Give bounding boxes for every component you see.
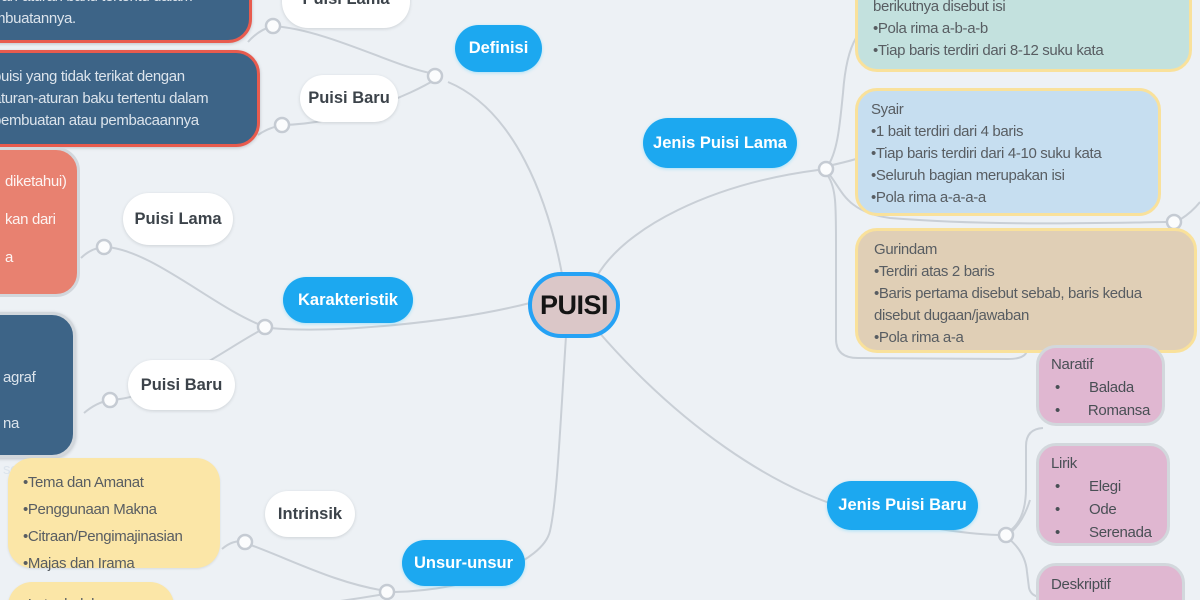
note-text: puisi yang tidak terikat dengan aturan-a… — [0, 68, 209, 129]
topic-karakteristik-puisi-lama[interactable]: Puisi Lama — [123, 193, 233, 245]
line-jenis-lama-to-pantun — [826, 37, 857, 168]
note-deskriptif[interactable]: Deskriptif • — [1036, 563, 1185, 600]
line-karakteristik-to-puisi-lama — [80, 246, 264, 327]
list-item: • Ode — [1051, 498, 1155, 521]
topic-intrinsik[interactable]: Intrinsik — [265, 491, 355, 537]
branch-button-jenis-puisi-lama[interactable]: Jenis Puisi Lama — [643, 118, 797, 168]
topic-karakteristik-puisi-baru[interactable]: Puisi Baru — [128, 360, 235, 410]
junction-dot-karakteristik[interactable] — [256, 318, 274, 336]
note-ekstrinsik[interactable]: •Latar belakang penulis — [8, 582, 174, 600]
note-text: •Latar belakang penulis — [23, 596, 123, 600]
pink-node-title: Naratif — [1051, 356, 1094, 373]
line-jenis-lama-to-gurindam — [827, 175, 1028, 361]
central-topic-label: PUISI — [539, 289, 609, 320]
line-center-to-definisi — [447, 81, 563, 275]
line-jenis-baru-to-deskriptif — [1007, 537, 1041, 598]
bullet-icon: • — [1055, 478, 1060, 495]
junction-dot-def-puisi-baru[interactable] — [273, 116, 291, 134]
list-item-text: Romansa — [1087, 402, 1150, 419]
topic-definisi-puisi-lama[interactable]: Puisi Lama — [282, 0, 410, 28]
note-text: diketahui) kan dari a — [5, 173, 67, 266]
list-item-text: Serenada — [1089, 524, 1152, 541]
topic-label: Intrinsik — [277, 504, 343, 523]
pink-node-title: Lirik — [1051, 455, 1078, 472]
topic-label: Puisi Baru — [308, 89, 390, 107]
note-karakteristik-puisi-lama[interactable]: diketahui) kan dari a — [0, 147, 80, 297]
line-jenis-baru-to-naratif — [1007, 427, 1044, 533]
button-label: Jenis Puisi Baru — [838, 496, 967, 514]
note-definisi-puisi-baru[interactable]: puisi yang tidak terikat dengan aturan-a… — [0, 50, 260, 147]
branch-button-jenis-puisi-baru[interactable]: Jenis Puisi Baru — [827, 481, 978, 530]
note-text: Gurindam •Terdiri atas 2 baris •Baris pe… — [874, 241, 1142, 346]
list-item-text: Ode — [1089, 501, 1117, 518]
list-item-text: Elegi — [1089, 478, 1121, 495]
button-label: Definisi — [468, 39, 529, 57]
bullet-icon: • — [1055, 524, 1060, 541]
note-text: •Tema dan Amanat •Penggunaan Makna •Citr… — [23, 474, 183, 572]
topic-label: Puisi Baru — [140, 375, 223, 394]
button-label: Jenis Puisi Lama — [653, 133, 787, 152]
note-gurindam[interactable]: Gurindam •Terdiri atas 2 baris •Baris pe… — [855, 228, 1197, 353]
junction-dot-intrinsik[interactable] — [236, 533, 254, 551]
list-item: • Balada — [1051, 376, 1150, 399]
bullet-icon: • — [1055, 379, 1060, 396]
line-center-to-jenis-lama — [596, 169, 819, 277]
note-syair[interactable]: Syair •1 bait terdiri dari 4 baris •Tiap… — [855, 88, 1161, 216]
note-intrinsik[interactable]: •Tema dan Amanat •Penggunaan Makna •Citr… — [8, 458, 220, 572]
junction-dot-kar-puisi-lama[interactable] — [95, 238, 113, 256]
note-text: aturan-aturan baku tertentu dalam pembua… — [0, 0, 193, 27]
junction-dot-unsur[interactable] — [378, 583, 396, 600]
junction-dot-def-puisi-lama[interactable] — [264, 17, 282, 35]
note-pantun[interactable]: berikutnya disebut isi •Pola rima a-b-a-… — [855, 0, 1192, 72]
list-item: • Serenada — [1051, 521, 1155, 544]
note-text: Syair •1 bait terdiri dari 4 baris •Tiap… — [871, 101, 1102, 206]
bullet-icon: • — [1055, 501, 1060, 518]
central-topic-puisi[interactable]: PUISI — [528, 272, 620, 338]
branch-button-karakteristik[interactable]: Karakteristik — [283, 277, 413, 323]
list-item: • Elegi — [1051, 475, 1155, 498]
note-text: berikutnya disebut isi •Pola rima a-b-a-… — [873, 0, 1104, 59]
junction-dot-kar-puisi-baru[interactable] — [101, 391, 119, 409]
topic-label: Puisi Lama — [302, 0, 389, 9]
junction-dot-jenis-baru[interactable] — [997, 526, 1015, 544]
line-jenis-lama-offscreen — [828, 173, 1200, 225]
list-item: • — [1051, 596, 1170, 600]
list-item-text: Balada — [1089, 379, 1134, 396]
junction-dot-jenis-lama[interactable] — [817, 160, 835, 178]
button-label: Unsur-unsur — [414, 553, 513, 572]
topic-definisi-puisi-baru[interactable]: Puisi Baru — [300, 75, 398, 122]
branch-button-unsur-unsur[interactable]: Unsur-unsur — [402, 540, 525, 586]
line-unsur-to-ekstrinsik — [340, 593, 386, 600]
note-lirik[interactable]: Lirik • Elegi • Ode • Serenada — [1036, 443, 1170, 546]
note-karakteristik-puisi-baru[interactable]: agraf na sesuai — [0, 312, 76, 478]
note-naratif[interactable]: Naratif • Balada • Romansa — [1036, 345, 1165, 426]
junction-dot-right-edge[interactable] — [1165, 213, 1183, 231]
list-item: • Romansa — [1051, 399, 1150, 422]
note-definisi-puisi-lama[interactable]: aturan-aturan baku tertentu dalam pembua… — [0, 0, 252, 43]
branch-button-definisi[interactable]: Definisi — [455, 25, 542, 72]
bullet-icon: • — [1051, 596, 1089, 600]
topic-label: Puisi Lama — [134, 209, 222, 228]
button-label: Karakteristik — [298, 290, 398, 309]
bullet-icon: • — [1055, 402, 1060, 419]
line-center-to-karakteristik — [269, 302, 531, 331]
pink-node-title: Deskriptif — [1051, 576, 1111, 593]
junction-dot-definisi[interactable] — [426, 67, 444, 85]
